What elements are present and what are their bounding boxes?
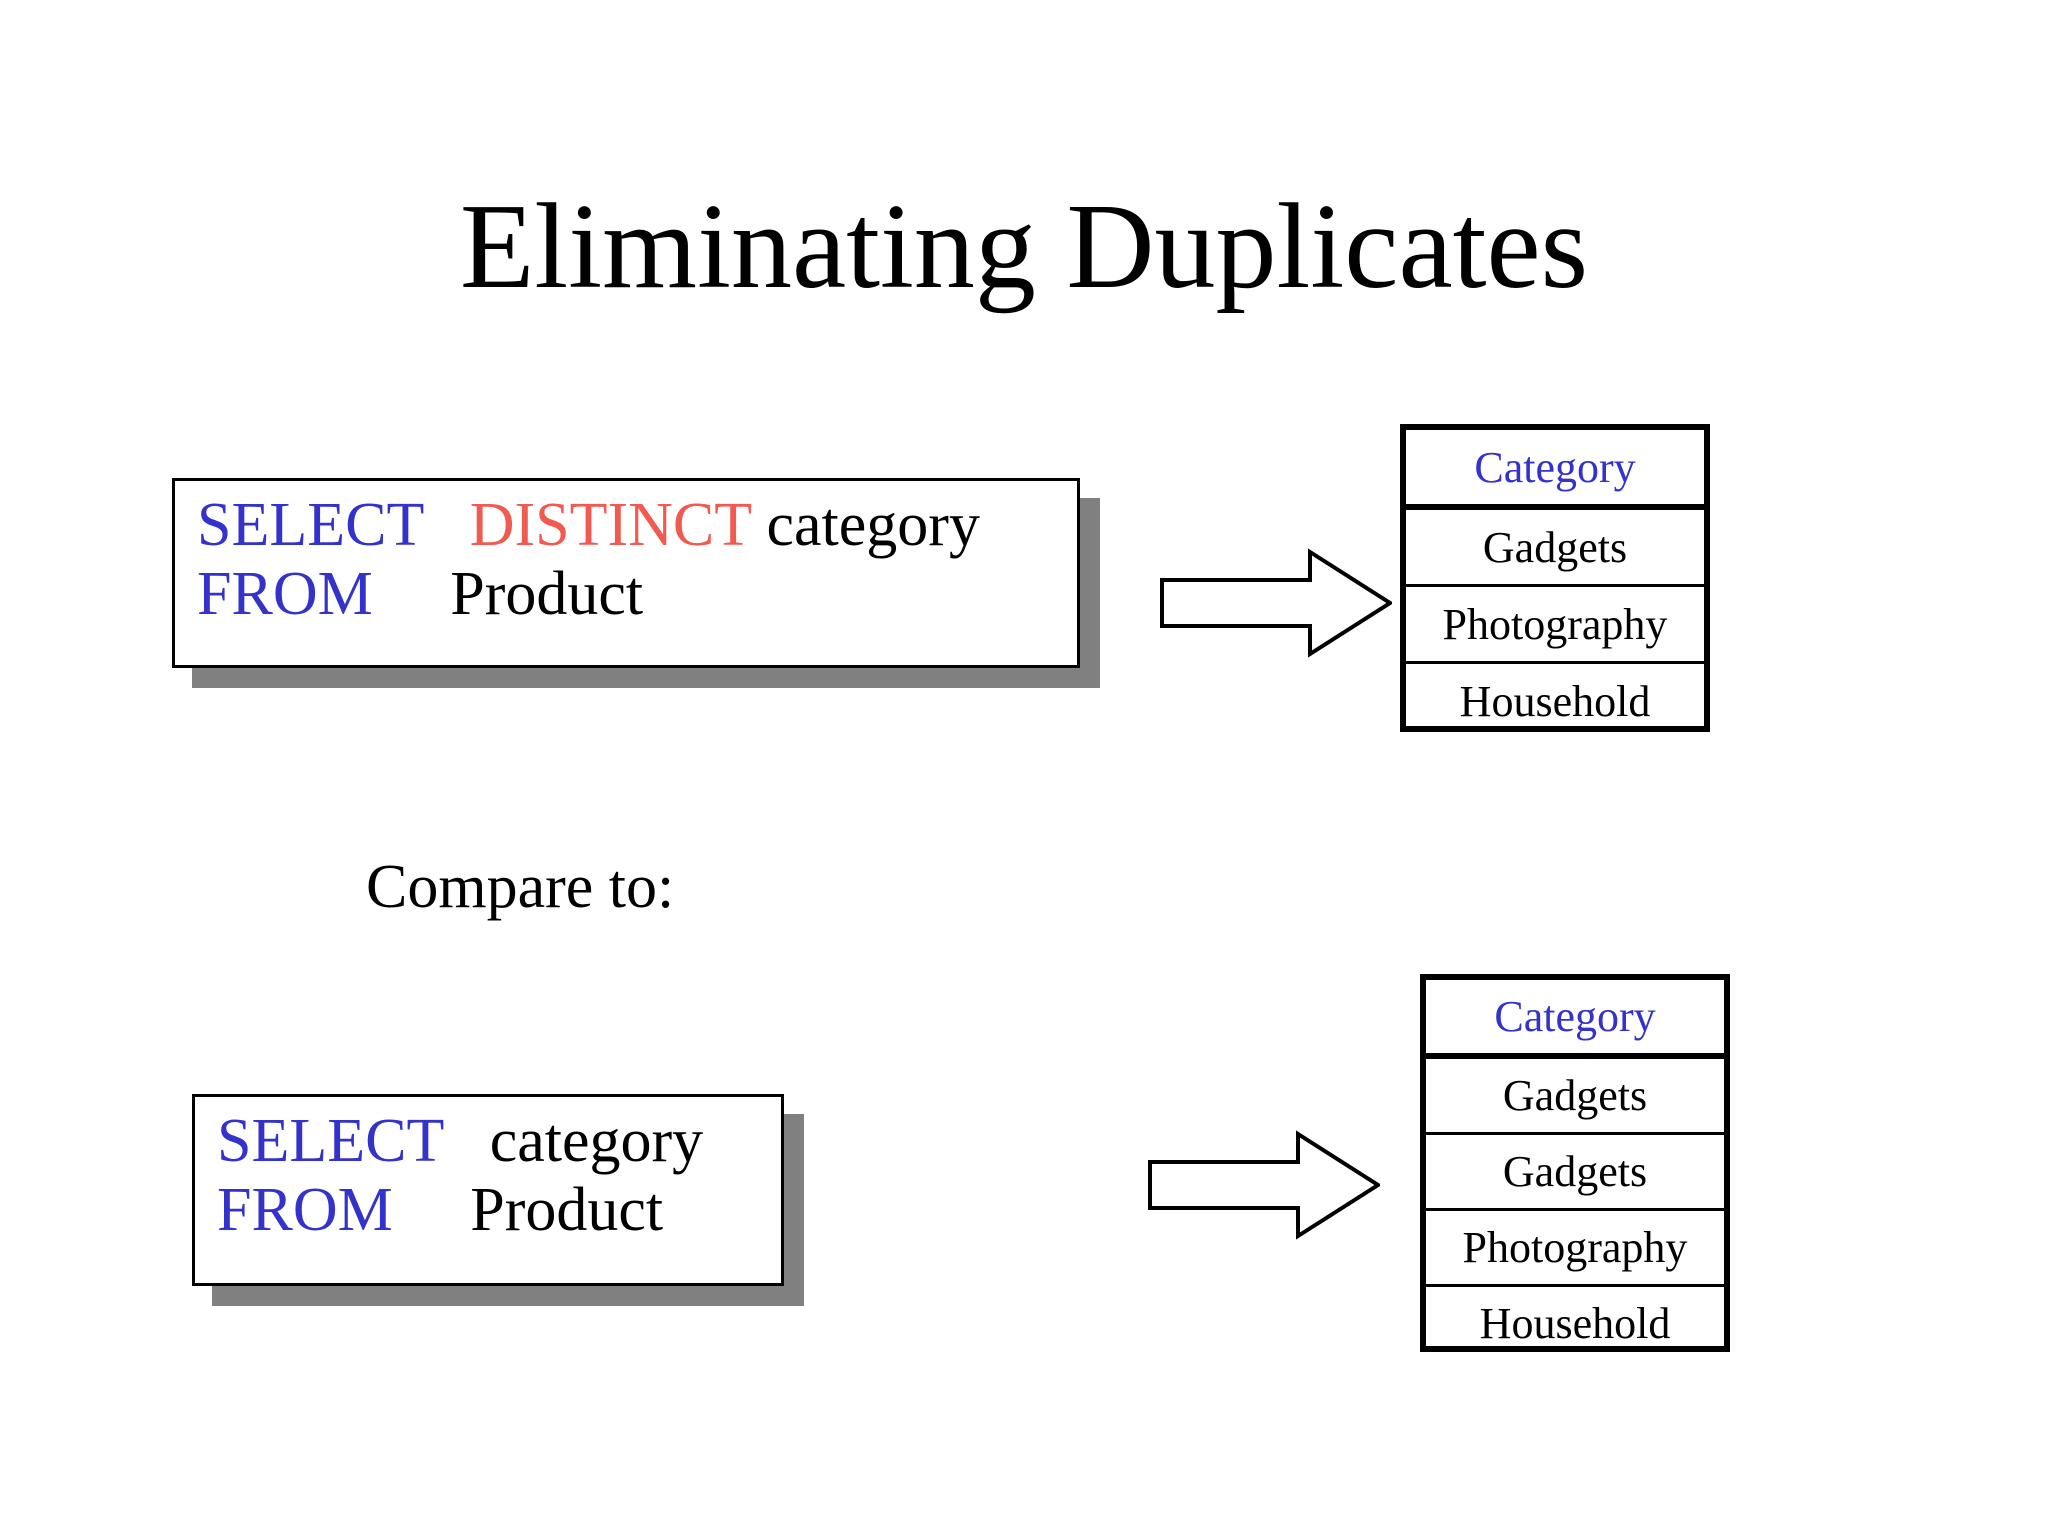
- sql-keyword-from: FROM: [197, 560, 373, 629]
- table-header-category: Category: [1406, 430, 1704, 510]
- table-row: Gadgets: [1426, 1135, 1724, 1211]
- sql-keyword-from: FROM: [217, 1176, 393, 1245]
- compare-to-label: Compare to:: [366, 853, 675, 921]
- result-table-distinct: Category Gadgets Photography Household: [1400, 424, 1710, 732]
- table-row: Photography: [1426, 1211, 1724, 1287]
- arrow-right-icon: [1160, 548, 1392, 658]
- sql-column-category: category: [489, 1107, 704, 1175]
- sql-gap: [373, 560, 451, 628]
- sql-line-from-product: FROM Product: [195, 1176, 781, 1245]
- sql-keyword-select: SELECT: [197, 491, 424, 559]
- table-row: Gadgets: [1406, 510, 1704, 587]
- sql-line-select-category: SELECT category: [195, 1107, 781, 1176]
- sql-keyword-select: SELECT: [217, 1107, 444, 1175]
- sql-gap: [751, 491, 767, 559]
- sql-table-product: Product: [450, 560, 644, 629]
- sql-line-from-product: FROM Product: [175, 560, 1077, 629]
- sql-line-select-distinct: SELECT DISTINCT category: [175, 491, 1077, 560]
- table-row: Household: [1479, 1299, 1671, 1348]
- sql-gap: [443, 1107, 490, 1175]
- page-title: Eliminating Duplicates: [459, 179, 1589, 314]
- table-header-category: Category: [1426, 980, 1724, 1059]
- sql-gap: [393, 1176, 471, 1244]
- arrow-right-icon: [1148, 1130, 1380, 1240]
- table-row: Photography: [1406, 587, 1704, 664]
- sql-keyword-distinct: DISTINCT: [469, 491, 752, 559]
- sql-query-box-distinct: SELECT DISTINCT category FROM Product: [172, 478, 1080, 668]
- table-row: Household: [1459, 676, 1651, 726]
- sql-column-category: category: [766, 491, 980, 559]
- table-row: Gadgets: [1426, 1059, 1724, 1135]
- sql-gap: [423, 491, 470, 559]
- result-table-plain: Category Gadgets Gadgets Photography Hou…: [1420, 974, 1730, 1352]
- sql-table-product: Product: [470, 1176, 664, 1245]
- sql-query-box-plain: SELECT category FROM Product: [192, 1094, 784, 1286]
